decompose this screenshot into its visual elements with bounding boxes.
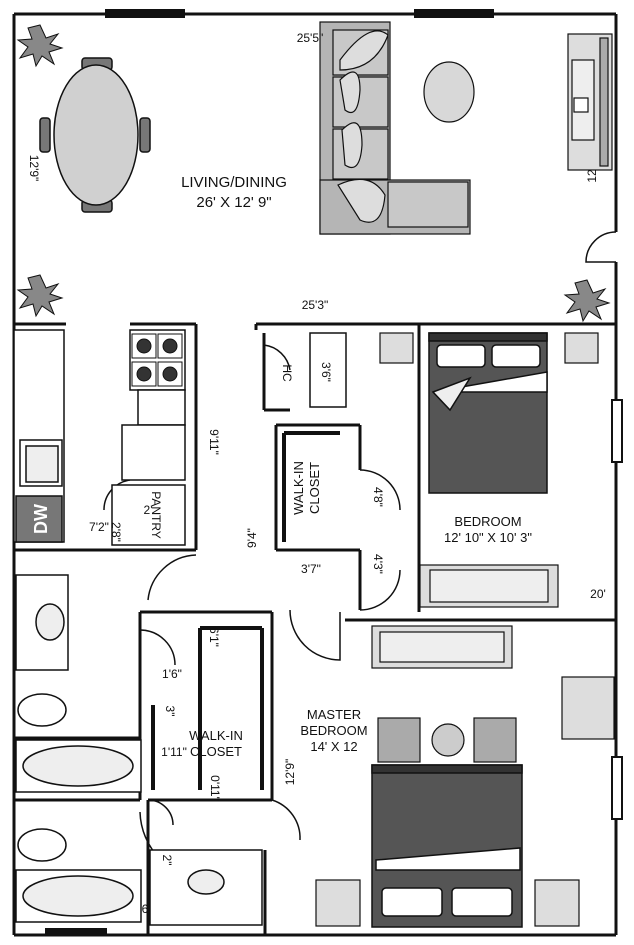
plant-top-left-icon	[16, 24, 64, 68]
master-nightstand-right	[534, 879, 580, 927]
dim-9-4: 9'4"	[245, 528, 259, 548]
dim-0-11: 0'11"	[208, 775, 222, 801]
dim-2: 2'	[144, 503, 153, 517]
living-name: LIVING/DINING	[181, 174, 287, 191]
dim-1-6: 1'6"	[162, 667, 182, 681]
sectional-sofa	[319, 21, 471, 235]
nightstand-left	[379, 332, 414, 364]
dim-2b: 2"	[160, 855, 174, 866]
round-rug	[423, 61, 475, 123]
stove-burners	[131, 333, 183, 387]
outer-walls	[12, 12, 618, 937]
master-bed	[371, 764, 523, 928]
hc-label: HC	[280, 364, 294, 382]
dim-4-3: 4'3"	[371, 554, 385, 574]
dim-4-8: 4'8"	[371, 487, 385, 507]
bedroom-name: BEDROOM	[454, 514, 521, 529]
nightstand-right	[564, 332, 599, 364]
walkin2-line2: CLOSET	[190, 744, 242, 759]
closet-rods	[151, 431, 340, 790]
walkin1-line1: WALK-IN	[291, 461, 306, 515]
dim-6: 6	[142, 902, 149, 916]
dim-bottom-25-3: 25'3"	[302, 298, 329, 312]
dim-9-11: 9'11"	[207, 429, 221, 455]
dim-living-12-right: 12	[585, 169, 599, 183]
master-nightstand-left	[315, 879, 361, 927]
master-name: MASTER	[307, 707, 361, 722]
hc-closet	[309, 332, 347, 408]
master-dresser	[561, 676, 615, 740]
dim-1-11: 1'11"	[161, 745, 187, 759]
bedroom-size: 12' 10" X 10' 3"	[444, 530, 532, 545]
master-size: 14' X 12	[310, 739, 357, 754]
dining-table	[39, 57, 151, 213]
dw-label: DW	[31, 504, 51, 534]
bathroom-fixtures	[15, 574, 263, 926]
dim-2-8: 2'8"	[109, 522, 123, 542]
windows	[45, 9, 623, 936]
dishwasher	[15, 495, 63, 543]
walkin2-line1: WALK-IN	[189, 728, 243, 743]
dim-3: 3"	[163, 706, 177, 717]
plant-mid-left-icon	[16, 274, 64, 318]
bedroom-bed	[428, 332, 548, 494]
pantry-label: PANTRY	[149, 491, 163, 539]
plant-right-icon	[563, 279, 611, 323]
dim-top-25-5: 25'5"	[297, 31, 324, 45]
dim-7-2: 7'2"	[89, 520, 109, 534]
master-tv	[371, 625, 513, 669]
tv-console-living	[567, 33, 613, 171]
interior-walls	[14, 322, 616, 935]
walkin1-line2: CLOSET	[307, 462, 322, 514]
dim-3-6: 3'6"	[319, 362, 333, 382]
dim-living-12-9: 12'9"	[27, 155, 41, 182]
dim-3-7: 3'7"	[301, 562, 321, 576]
master-chairs	[377, 717, 517, 763]
living-size: 26' X 12' 9"	[196, 194, 271, 211]
master-name2: BEDROOM	[300, 723, 367, 738]
dim-12-9: 12'9"	[283, 759, 297, 786]
dim-6-1: 6'1"	[207, 627, 221, 647]
dim-20: 20'	[590, 587, 606, 601]
tv-console-bedroom	[419, 564, 559, 608]
